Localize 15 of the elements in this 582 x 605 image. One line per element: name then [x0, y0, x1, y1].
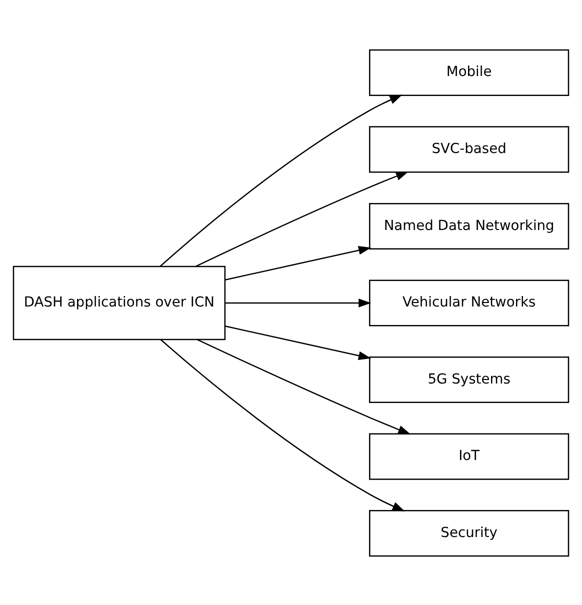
node-box: Security [369, 510, 570, 556]
arrow [160, 338, 405, 511]
arrow [195, 171, 409, 266]
arrow [160, 94, 402, 266]
node-box: 5G Systems [369, 356, 570, 403]
node-box: IoT [369, 432, 570, 480]
node-box: Named Data Networking [369, 202, 570, 250]
node-box: DASH applications over ICN [12, 265, 226, 340]
node-box: Vehicular Networks [369, 279, 570, 326]
node-box: SVC-based [369, 126, 570, 172]
node-box: Mobile [369, 48, 570, 96]
arrow [225, 298, 372, 307]
arrow [197, 338, 411, 434]
arrow [225, 325, 372, 360]
arrow [225, 246, 372, 280]
